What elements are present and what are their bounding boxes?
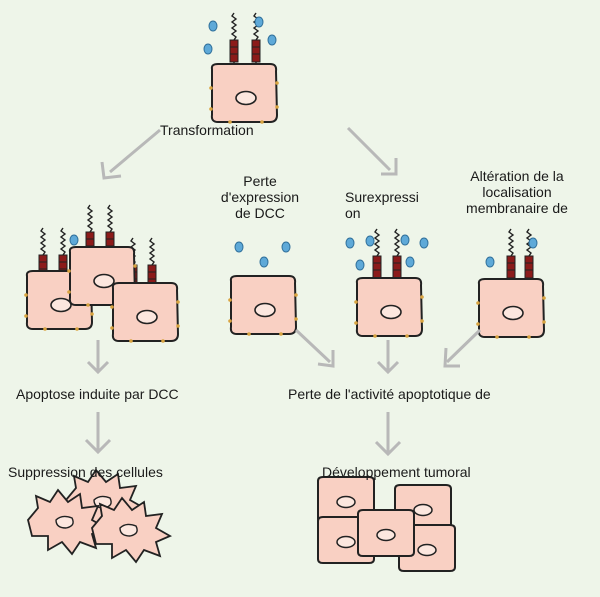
label-overexpression: Surexpressi on [345,189,419,221]
left-cluster [23,204,181,344]
label-suppression: Suppression des cellules [8,464,163,480]
top-cell [203,12,280,125]
arrows-lower [84,412,402,457]
label-loss-expression-line-3: de DCC [235,205,285,221]
label-loss-activity: Perte de l'activité apoptotique de [288,386,491,402]
cell-loss-expression [227,241,299,337]
cell-overexpression [345,228,429,339]
label-overexpression-line-2: on [345,205,361,221]
label-localization-line-2: localisation [482,184,552,200]
label-development: Développement tumoral [322,464,471,480]
cell-localization [475,228,547,340]
label-transformation: Transformation [160,122,254,138]
label-localization-line-3: membranaire de [466,200,568,216]
dead-cells [27,469,171,563]
tumor-cluster [317,476,456,572]
label-loss-expression: Perte d'expression de DCC [212,173,308,221]
label-apoptosis-dcc: Apoptose induite par DCC [16,386,179,402]
label-loss-expression-line-1: Perte [243,173,277,189]
label-localization-line-1: Altération de la [470,168,564,184]
label-localization: Altération de la localisation membranair… [446,168,588,216]
label-overexpression-line-1: Surexpressi [345,189,419,205]
arrows-middle [86,328,482,375]
arrows-top [100,126,398,180]
label-loss-expression-line-2: d'expression [220,189,300,205]
